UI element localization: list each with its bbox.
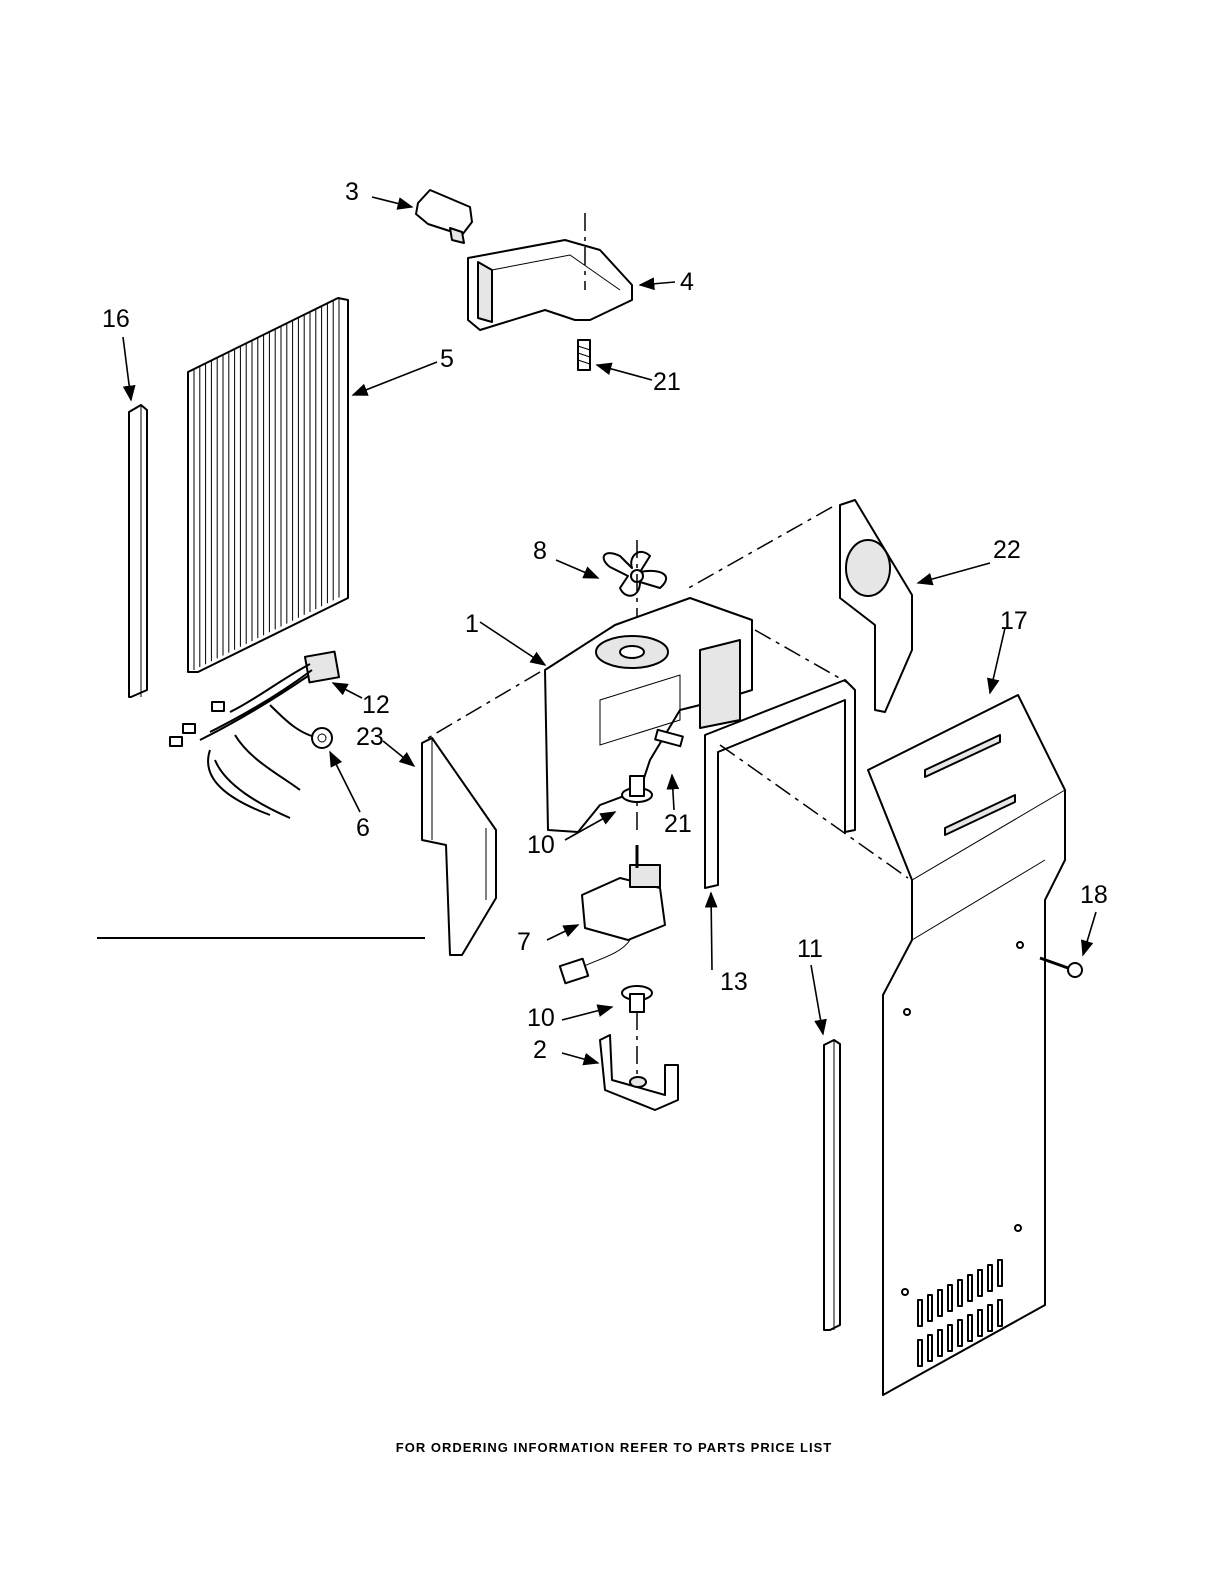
part-23-side-panel (422, 738, 496, 955)
leader-arrow (480, 622, 545, 665)
vent-slot (998, 1260, 1002, 1286)
vent-slot (928, 1295, 932, 1321)
footer-note: FOR ORDERING INFORMATION REFER TO PARTS … (396, 1440, 832, 1455)
callout-11: 11 (797, 935, 823, 963)
callout-21: 21 (653, 368, 681, 396)
leader-arrow (372, 197, 412, 207)
part-2-motor-bracket (600, 1035, 678, 1110)
part-21-screw-top (578, 340, 590, 370)
leader-arrow (547, 925, 578, 940)
vent-slot (968, 1315, 972, 1341)
vent-slot (998, 1300, 1002, 1326)
vent-slot (918, 1340, 922, 1366)
callout-10-upper: 10 (527, 831, 555, 859)
callout-16: 16 (102, 305, 130, 333)
leader-arrow (640, 282, 675, 285)
vent-slot (918, 1300, 922, 1326)
callout-13: 13 (720, 968, 748, 996)
part-7-fan-motor (560, 845, 665, 983)
callout-7: 7 (517, 928, 531, 956)
vent-slot (928, 1335, 932, 1361)
vent-slot (968, 1275, 972, 1301)
part-11-strip (824, 1040, 840, 1330)
leader-arrow (597, 365, 652, 380)
leader-arrow (330, 752, 360, 812)
callout-18: 18 (1080, 881, 1108, 909)
part-8-fan-blade (604, 552, 666, 596)
callout-17: 17 (1000, 607, 1028, 635)
leader-arrow (562, 1007, 612, 1020)
vent-slot (978, 1310, 982, 1336)
callout-2: 2 (533, 1036, 547, 1064)
callout-23: 23 (356, 723, 384, 751)
leader-arrow (123, 337, 131, 400)
vent-slot (948, 1325, 952, 1351)
callout-6: 6 (356, 814, 370, 842)
callout-22: 22 (993, 536, 1021, 564)
part-16-strip (129, 405, 147, 697)
vent-slot (988, 1305, 992, 1331)
callout-12: 12 (362, 691, 390, 719)
leader-arrow (353, 362, 437, 395)
vent-slot (978, 1270, 982, 1296)
leader-arrow (811, 965, 823, 1034)
part-10-bushing-lower (622, 986, 652, 1012)
callout-21-mid: 21 (664, 810, 692, 838)
leader-arrow (990, 628, 1005, 693)
leader-arrow (711, 893, 712, 970)
leader-arrow (1083, 912, 1096, 955)
part-4-duct (468, 240, 632, 330)
vent-slot (938, 1290, 942, 1316)
part-5-evaporator-cover (188, 298, 348, 673)
leader-arrow (383, 741, 414, 766)
part-6-grommet (312, 728, 332, 748)
part-22-side-bracket (840, 500, 912, 712)
vent-slot (948, 1285, 952, 1311)
part-3-clip (416, 190, 472, 243)
leader-arrow (672, 775, 674, 810)
callout-4: 4 (680, 268, 694, 296)
leader-arrow (333, 683, 362, 698)
vent-slot (988, 1265, 992, 1291)
leader-arrow (918, 563, 990, 583)
callout-3: 3 (345, 178, 359, 206)
callout-10-lower: 10 (527, 1004, 555, 1032)
leader-arrow (556, 560, 598, 578)
leader-arrow (562, 1053, 598, 1063)
vent-slot (958, 1280, 962, 1306)
callout-5: 5 (440, 345, 454, 373)
part-17-rear-panel (868, 695, 1065, 1395)
part-18-screw (1040, 958, 1082, 977)
vent-slot (938, 1330, 942, 1356)
vent-slot (958, 1320, 962, 1346)
callout-8: 8 (533, 537, 547, 565)
callout-1: 1 (465, 610, 479, 638)
